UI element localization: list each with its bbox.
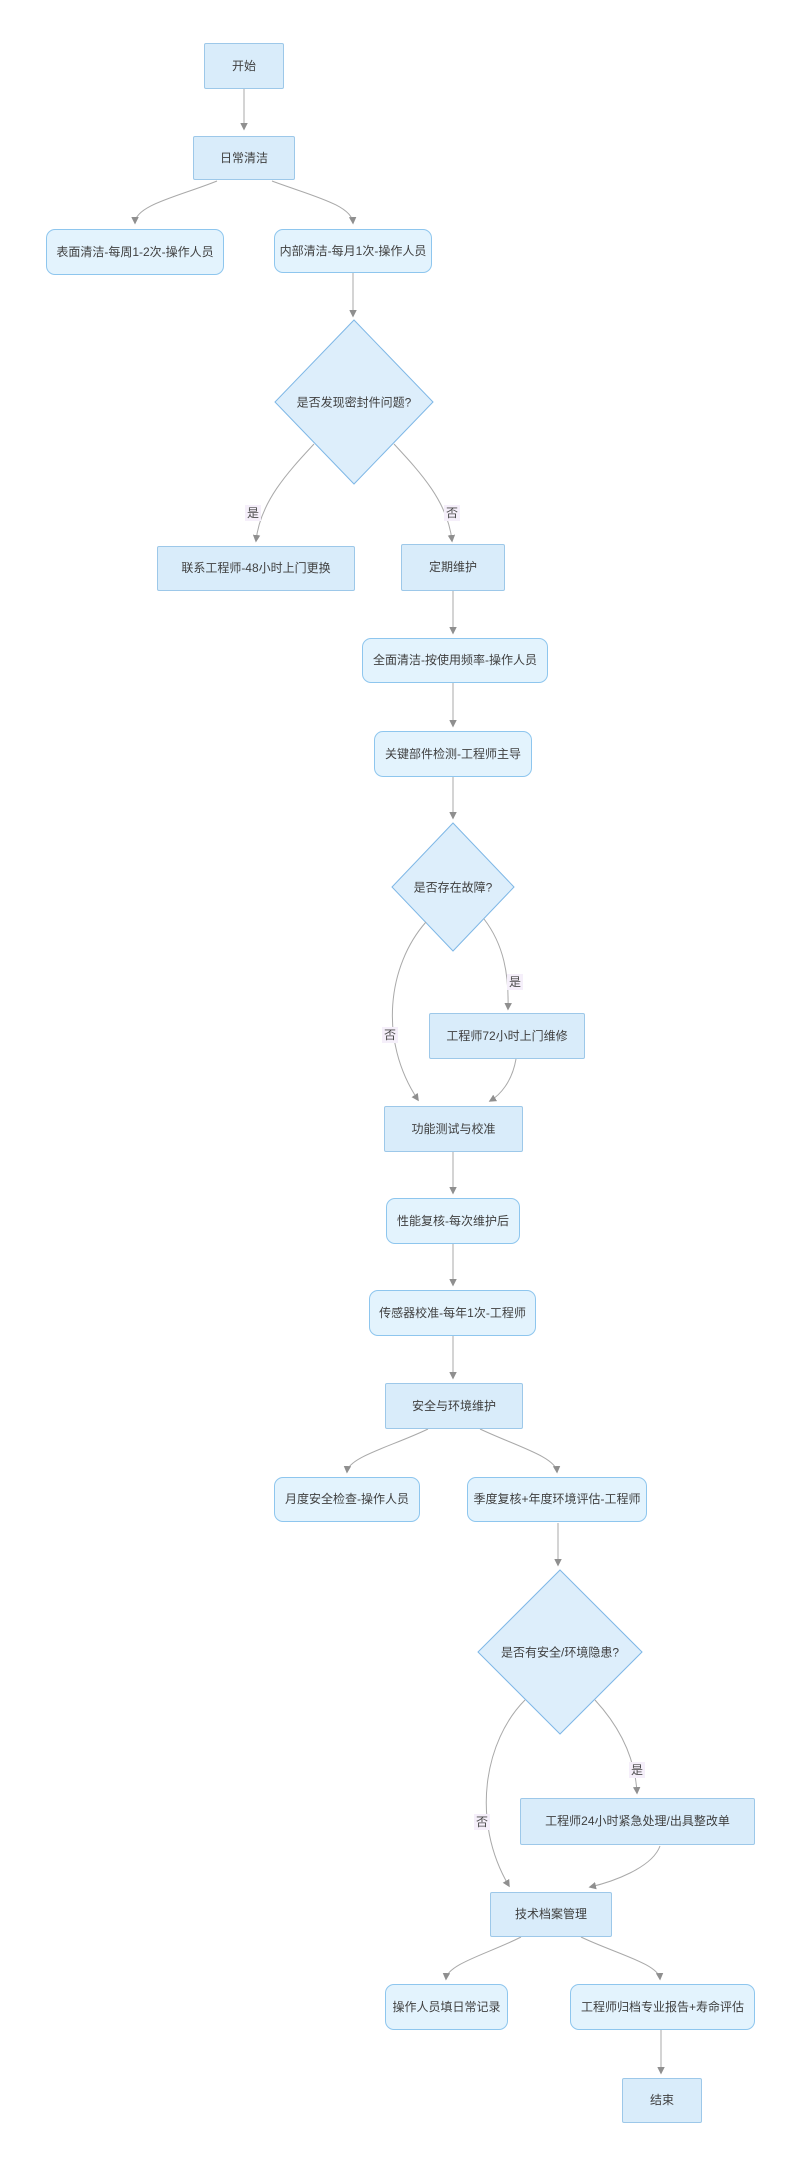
node-function-test: 功能测试与校准 (384, 1106, 523, 1152)
node-archive-management: 技术档案管理 (490, 1892, 612, 1937)
node-surface-clean: 表面清洁-每周1-2次-操作人员 (46, 229, 224, 275)
node-internal-clean: 内部清洁-每月1次-操作人员 (274, 229, 432, 273)
decision-fault-shape (391, 822, 515, 952)
edge-label-hazard-yes: 是 (628, 1762, 646, 1778)
decision-fault-label: 是否存在故障? (413, 880, 493, 895)
edge-fault-yes-to-repair72 (483, 918, 512, 1011)
edge-emergency24-to-archive (588, 1845, 661, 1890)
decision-seal-shape (274, 319, 434, 485)
edge-archive-to-oprecord (442, 1936, 522, 1981)
node-periodic-maintenance: 定期维护 (401, 544, 505, 591)
node-end: 结束 (622, 2078, 702, 2123)
decision-hazard-shape (477, 1569, 643, 1735)
node-key-parts-check: 关键部件检测-工程师主导 (374, 731, 532, 777)
decision-hazard-label: 是否有安全/环境隐患? (500, 1645, 620, 1660)
edge-label-seal-no: 否 (443, 505, 461, 521)
edge-hazard-yes-to-emergency24 (594, 1699, 641, 1795)
node-emergency-24h: 工程师24小时紧急处理/出具整改单 (520, 1798, 755, 1845)
edge-seal-yes-to-contact48 (252, 443, 315, 543)
edge-daily-to-internal (271, 180, 357, 225)
node-performance-review: 性能复核-每次维护后 (386, 1198, 520, 1244)
node-repair-72h: 工程师72小时上门维修 (429, 1013, 585, 1059)
node-start: 开始 (204, 43, 284, 89)
edge-fault-no-to-functest (391, 921, 427, 1102)
edge-daily-to-surface (131, 180, 218, 225)
node-quarterly-review: 季度复核+年度环境评估-工程师 (467, 1477, 647, 1522)
edge-archive-to-engreport (580, 1936, 664, 1981)
node-full-clean: 全面清洁-按使用频率-操作人员 (362, 638, 548, 683)
edge-safety-to-monthly (343, 1428, 429, 1474)
decision-seal-label: 是否发现密封件问题? (296, 395, 412, 410)
node-engineer-report: 工程师归档专业报告+寿命评估 (570, 1984, 755, 2030)
edge-hazard-no-to-archive (485, 1699, 526, 1888)
node-contact-engineer-48h: 联系工程师-48小时上门更换 (157, 546, 355, 591)
edge-label-fault-yes: 是 (506, 974, 524, 990)
node-daily-clean: 日常清洁 (193, 136, 295, 180)
edge-label-fault-no: 否 (381, 1027, 399, 1043)
edge-safety-to-quarterly (479, 1428, 561, 1474)
node-monthly-safety-check: 月度安全检查-操作人员 (274, 1477, 420, 1522)
edge-label-hazard-no: 否 (473, 1814, 491, 1830)
node-sensor-calibration: 传感器校准-每年1次-工程师 (369, 1290, 536, 1336)
node-safety-env-maintenance: 安全与环境维护 (385, 1383, 523, 1429)
edge-seal-no-to-periodic (393, 443, 456, 543)
edge-repair72-to-functest (488, 1058, 517, 1102)
node-operator-record: 操作人员填日常记录 (385, 1984, 508, 2030)
edge-label-seal-yes: 是 (244, 505, 262, 521)
